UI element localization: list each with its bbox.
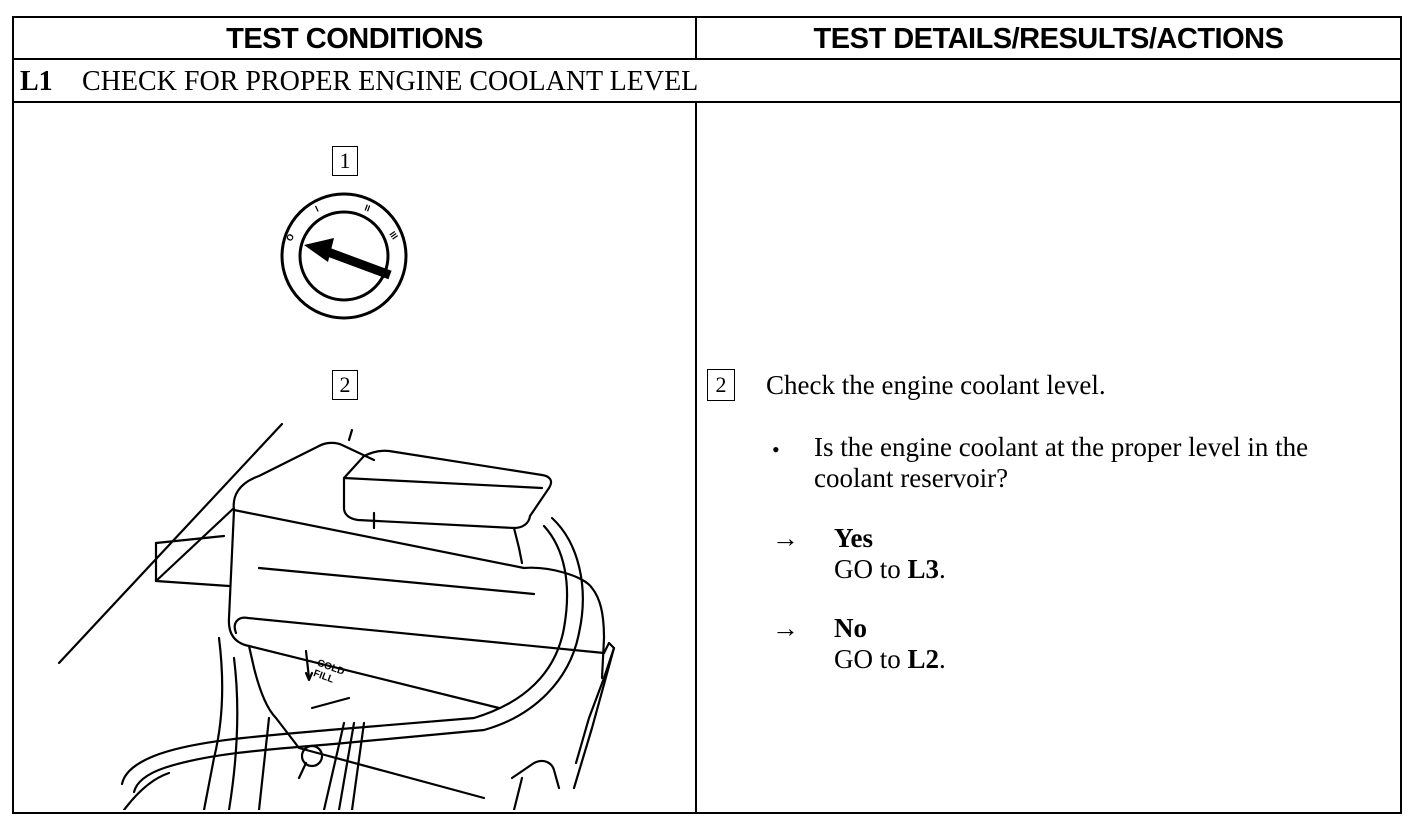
coolant-reservoir-illustration: COLD FILL: [57, 422, 616, 810]
svg-text:II: II: [363, 202, 371, 213]
header-column-divider: [695, 18, 697, 60]
header-test-conditions: TEST CONDITIONS: [226, 22, 483, 55]
header-divider: [14, 58, 1400, 60]
option-yes: Yes GO to L3.: [834, 523, 946, 585]
arrow-no: →: [772, 613, 799, 643]
svg-text:I: I: [314, 204, 321, 214]
svg-text:III: III: [387, 229, 400, 241]
ignition-switch-off-illustration: O I II III: [280, 192, 408, 320]
action-no-suffix: .: [939, 644, 946, 674]
diagnostic-table: TEST CONDITIONS TEST DETAILS/RESULTS/ACT…: [12, 16, 1402, 814]
action-yes-target: L3: [907, 554, 940, 584]
arrow-yes: →: [772, 523, 799, 553]
action-no-prefix: GO to: [834, 644, 908, 674]
step-2-marker: 2: [332, 370, 358, 400]
section-divider: [14, 101, 1400, 103]
answer-yes: Yes: [834, 523, 873, 553]
question-text: Is the engine coolant at the proper leve…: [814, 432, 1308, 494]
action-no-target: L2: [907, 644, 940, 674]
step-2-detail-marker: 2: [707, 369, 735, 401]
option-no: No GO to L2.: [834, 613, 946, 675]
instruction-text: Check the engine coolant level.: [766, 370, 1106, 400]
section-title-row: L1 CHECK FOR PROPER ENGINE COOLANT LEVEL: [20, 66, 698, 98]
question-line-1: Is the engine coolant at the proper leve…: [814, 432, 1309, 462]
action-yes-suffix: .: [939, 554, 946, 584]
body-column-divider: [695, 102, 697, 812]
action-yes: GO to L3.: [834, 554, 946, 585]
section-code: L1: [20, 66, 53, 97]
section-title: CHECK FOR PROPER ENGINE COOLANT LEVEL: [82, 66, 699, 97]
action-yes-prefix: GO to: [834, 554, 908, 584]
header-test-details: TEST DETAILS/RESULTS/ACTIONS: [813, 22, 1284, 55]
step-1-marker: 1: [332, 146, 358, 176]
bullet-point: •: [772, 437, 780, 462]
answer-no: No: [834, 613, 867, 643]
svg-text:O: O: [284, 232, 296, 243]
action-no: GO to L2.: [834, 644, 946, 675]
question-line-2: coolant reservoir?: [814, 463, 1009, 493]
